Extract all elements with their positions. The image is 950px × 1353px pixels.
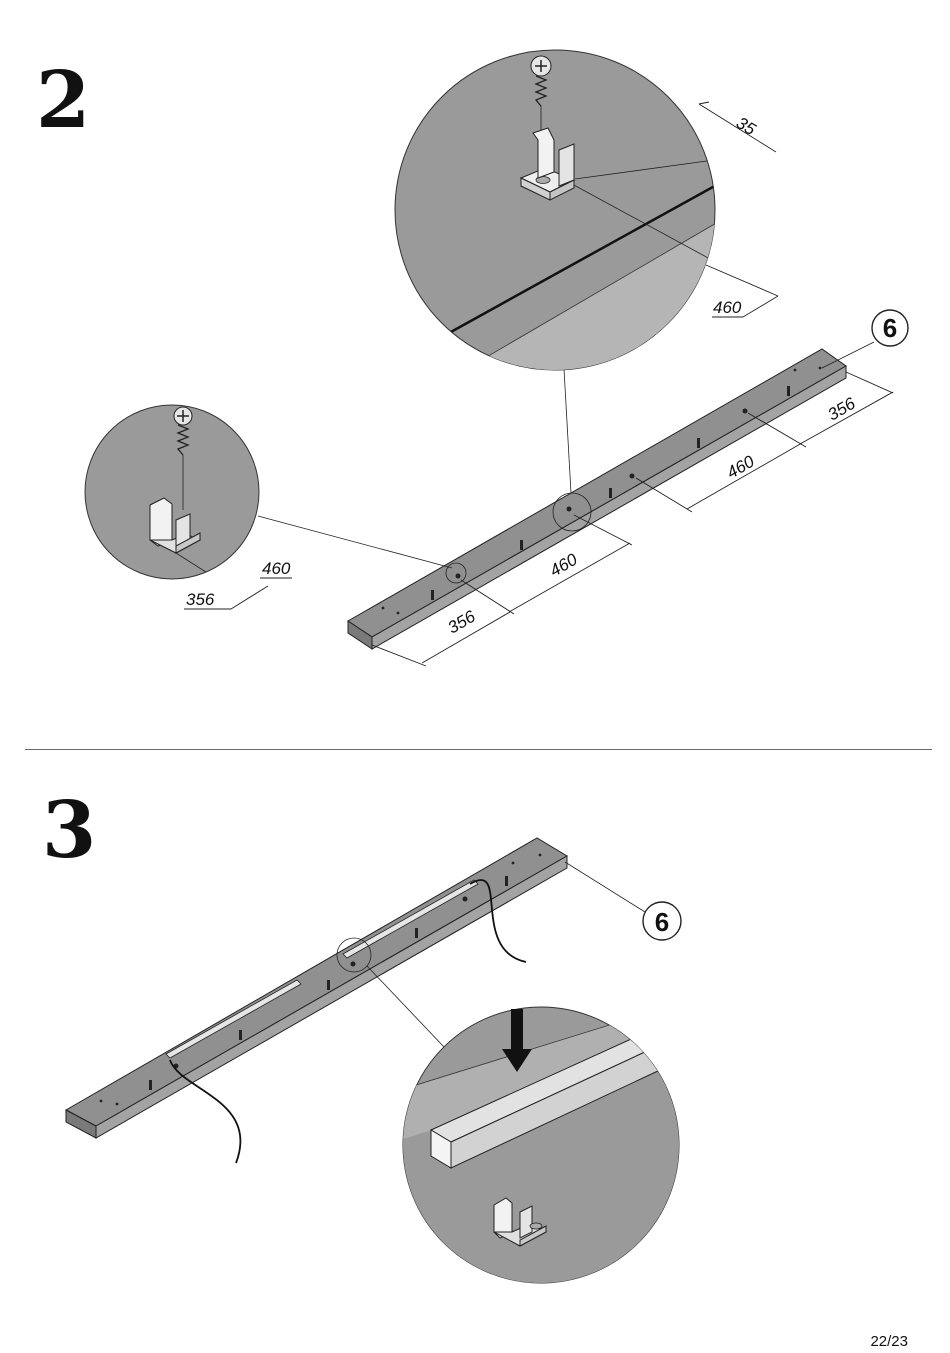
svg-text:6: 6	[883, 313, 897, 343]
detail-top-dimension-35: 35	[733, 113, 759, 139]
detail-top-dimension-460: 460	[713, 298, 742, 317]
step-3-diagram: 6	[66, 838, 690, 1300]
detail-top-magnified: 35 460	[395, 50, 780, 400]
rail-dimension-2: 460	[547, 550, 582, 581]
detail-left-dimension-460: 460	[262, 559, 291, 578]
rail-dimension-4: 356	[825, 394, 860, 425]
rail-dimension-3: 460	[724, 452, 759, 483]
detail-step3-magnified	[400, 1000, 690, 1300]
step-2-diagram: 356 460 460 356 6	[85, 50, 908, 666]
part-6-callout-step3: 6	[565, 862, 681, 940]
svg-text:6: 6	[655, 907, 669, 937]
detail-left-dimension-356: 356	[186, 590, 215, 609]
rail-board	[348, 349, 846, 649]
detail-left-magnified: 460 356	[85, 405, 292, 609]
